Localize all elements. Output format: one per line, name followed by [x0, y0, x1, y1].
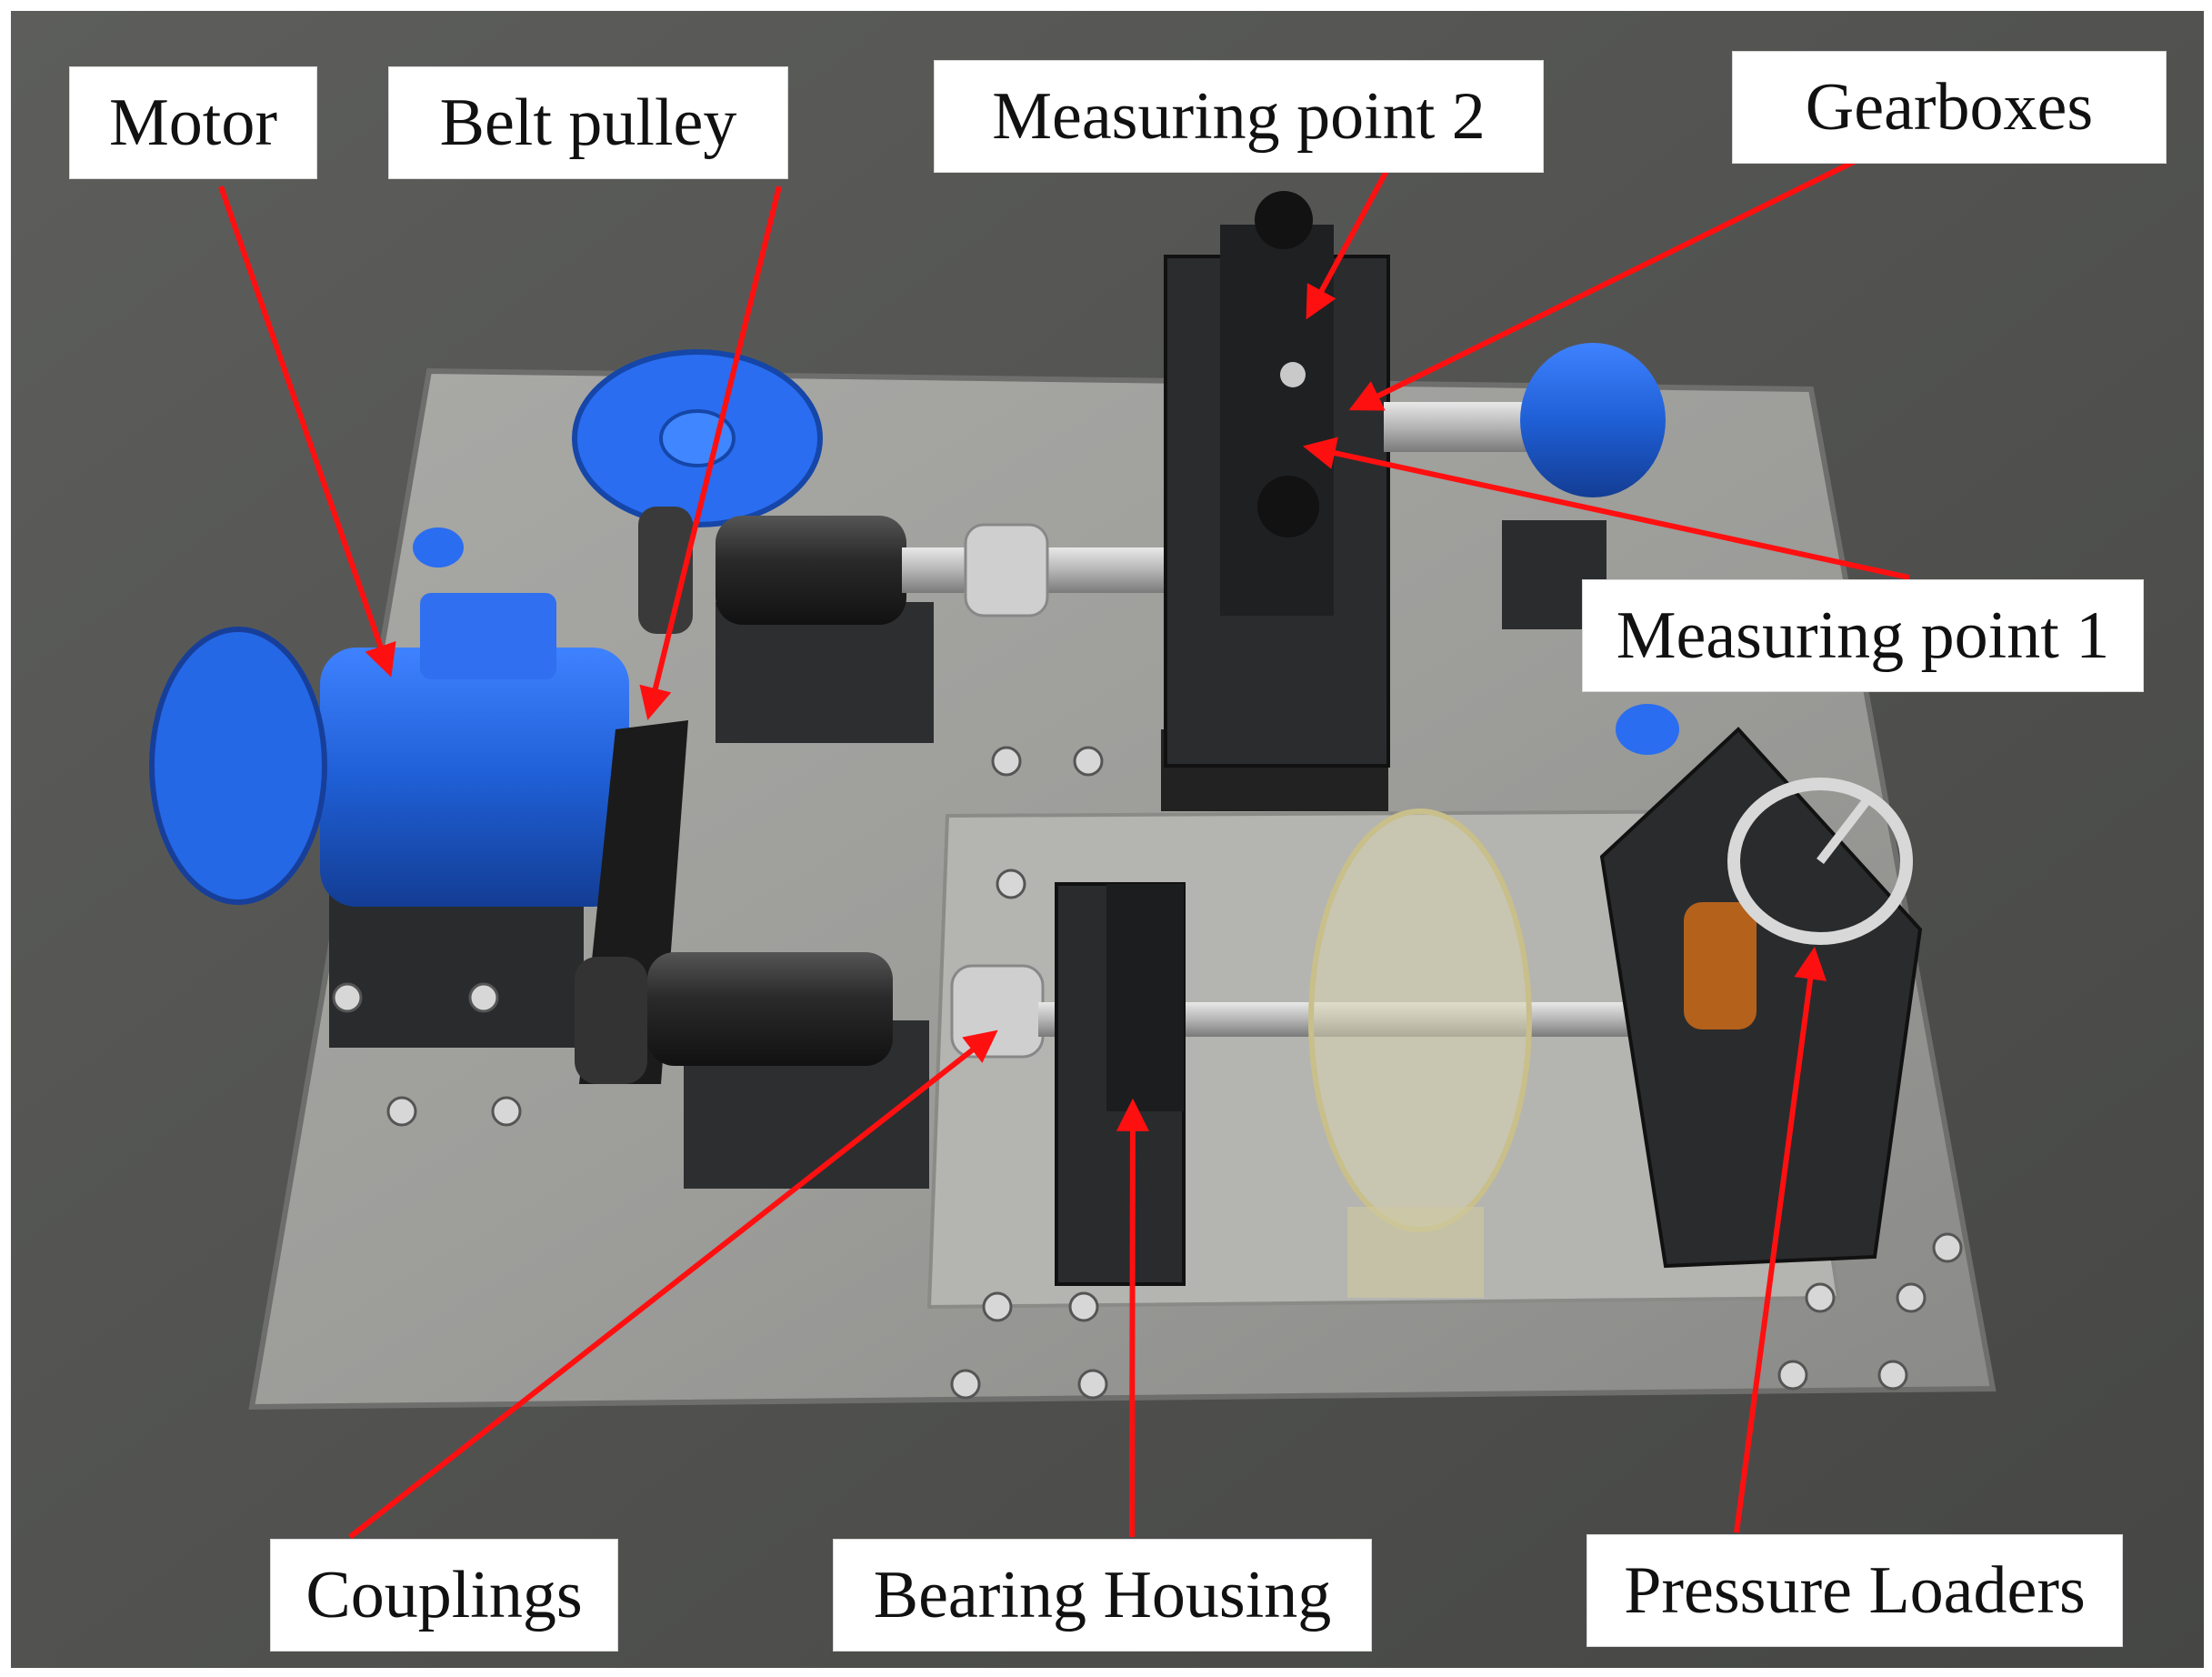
label-pressure-loaders: Pressure Loaders [1586, 1534, 2123, 1647]
label-measuring-point-1: Measuring point 1 [1582, 579, 2144, 692]
upper-cylinder [716, 516, 906, 625]
label-gearboxes: Gearboxes [1732, 51, 2167, 164]
upper-coupling [964, 523, 1049, 618]
motor-terminal-box [420, 593, 556, 679]
motor-end-cap [149, 627, 327, 905]
blue-cap-left [413, 527, 464, 567]
lower-pulley [575, 957, 647, 1084]
blue-cap-right [1616, 704, 1679, 755]
label-couplings: Couplings [270, 1539, 618, 1652]
test-rig-photo [11, 11, 2204, 1668]
gearbox-bolt [1280, 362, 1306, 387]
transparent-disc [1308, 808, 1532, 1232]
label-bearing-housing: Bearing Housing [833, 1539, 1372, 1652]
motor-body [320, 648, 629, 907]
upper-pulley [638, 507, 693, 634]
lower-coupling [950, 964, 1045, 1059]
gearbox-knob-top [1255, 191, 1313, 249]
label-measuring-point-2: Measuring point 2 [934, 60, 1544, 173]
label-motor: Motor [69, 66, 317, 179]
lower-cylinder [647, 952, 893, 1066]
handwheel [1727, 778, 1913, 945]
label-belt-pulley: Belt pulley [388, 66, 788, 179]
pressure-loader-cylinder [1684, 902, 1757, 1029]
motor-base [329, 879, 584, 1048]
blue-sensor [1520, 343, 1666, 497]
gearbox-knob-bottom [1257, 476, 1319, 537]
sensor-shaft [1384, 402, 1538, 452]
photo-illustration [11, 11, 2204, 1668]
